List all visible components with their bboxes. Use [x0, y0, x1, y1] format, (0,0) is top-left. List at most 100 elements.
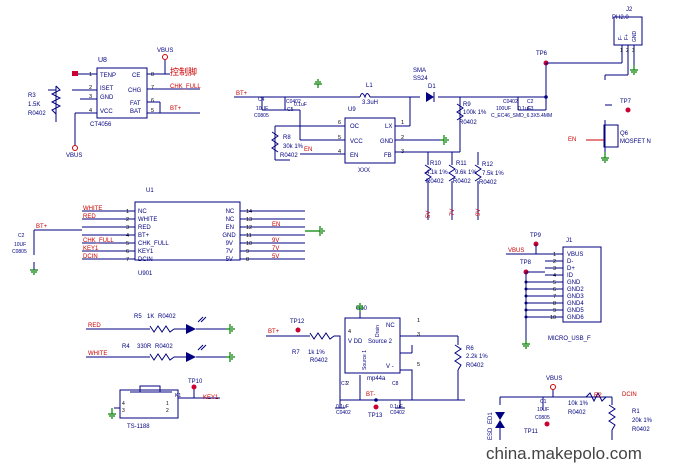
usb-pin-num: 4 — [553, 273, 556, 279]
u1-part: U901 — [138, 271, 153, 277]
u1-right-pin-num: 11 — [246, 233, 252, 239]
u1-left-pin-num: 5 — [126, 241, 129, 247]
u8-charger-block: U8 CT4056 TENP ISET GND VCC 1 2 3 4 CE C… — [28, 48, 201, 159]
u1-left-net: CHK_FULL — [83, 238, 114, 244]
u10-pin1: 1 — [417, 318, 420, 324]
u8-r3-ref: R3 — [28, 93, 36, 99]
u8-part: CT4056 — [90, 122, 112, 128]
usb-pin-name: GND4 — [567, 301, 584, 307]
boost-r10-pkg: R0402 — [426, 179, 444, 185]
u1-left-pin-num: 7 — [126, 257, 129, 263]
u1-right-pin-name: 7V — [226, 249, 233, 255]
u8-vbus-bottom-port — [72, 145, 78, 151]
boost-r12-value: 7.5k 1% — [482, 171, 504, 177]
usb-pin-name: D+ — [567, 266, 575, 272]
usb-pin-num: 3 — [553, 266, 556, 272]
watermark: china.makepolo.com — [486, 444, 642, 463]
u9-pin1-num: 1 — [401, 120, 404, 126]
u10-r7-value: 1k 1% — [308, 350, 325, 356]
led-white-ground-symbol — [226, 352, 235, 362]
boost-r11-value: 9.6k 1% — [455, 170, 477, 176]
u9-pin-oc: OC — [350, 124, 360, 130]
u8-pin5-num: 5 — [151, 108, 154, 114]
output-j2-name1: F- — [618, 35, 624, 40]
boost-l1-value: 3.3uH — [362, 100, 378, 106]
boost-c3-value: 0.1uF — [518, 106, 531, 112]
u1-left-pin-num: 3 — [126, 225, 129, 231]
u1-right-net: 5V — [272, 254, 279, 260]
dcin-vbus-label: VBUS — [546, 376, 562, 382]
u9-pin-lx: LX — [385, 124, 392, 130]
u1-left-pin-num: 4 — [126, 233, 129, 239]
u1-left-pin-name: RED — [138, 225, 151, 231]
boost-c2-extra: C0402 — [503, 99, 518, 105]
u10-c8-value: 0.1uF — [390, 404, 403, 410]
boost-r10-value: 4.1k 1% — [426, 170, 448, 176]
led-r4-ref: R4 — [122, 344, 130, 350]
u8-pin-bat: BAT — [130, 109, 142, 115]
boost-r8-pkg: R0402 — [280, 153, 298, 159]
output-block: TP6 J2 PH2.0 F- F+ GND 1 2 3 TP7 Q6 MOSF… — [536, 7, 651, 163]
output-j2-pin3: 3 — [632, 48, 635, 54]
usb-tp9: TP9 — [530, 233, 542, 239]
u10-body — [344, 317, 401, 374]
u8-r3-resistor — [48, 85, 62, 122]
u10-pin3: 3 — [417, 332, 420, 338]
u10-c7-value: 0.1uF — [336, 404, 349, 410]
output-j2-ground-symbol — [630, 65, 638, 75]
boost-r11-pkg: R0402 — [453, 179, 471, 185]
u10-block: BT+ TP12 U10 mp44a V DD Source 2 NC V - … — [266, 303, 488, 419]
switch-k1: K1 — [175, 393, 181, 399]
switch-pin3: 3 — [122, 408, 125, 414]
led-r4-pkg: R0402 — [155, 344, 173, 350]
u10-c8-ref: C8 — [392, 381, 399, 387]
u1-left-pin-num: 2 — [126, 217, 129, 223]
u9-pin5-num: 5 — [338, 135, 341, 141]
usb-pin-num: 1 — [553, 252, 556, 258]
usb-pin-name: GND3 — [567, 294, 584, 300]
switch-ground-symbol — [108, 408, 116, 419]
usb-pin-name: D- — [567, 259, 573, 265]
boost-c2-pkg: C_EC46_SMD_6.3X5.4MM — [491, 113, 552, 119]
boost-en-net: EN — [304, 147, 312, 153]
dcin-tp11-point — [544, 421, 550, 427]
switch-pin2: 2 — [166, 408, 169, 414]
u8-pin-tenp: TENP — [100, 73, 116, 79]
dcin-block: VBUS R2 DCIN 10k 1% R0402 R1 20k 1% R040… — [488, 376, 653, 440]
u1-ground-symbol — [305, 226, 325, 236]
output-j2-pin2: 2 — [626, 48, 629, 54]
usb-tp8: TP8 — [520, 260, 532, 266]
boost-ground-symbol — [314, 79, 322, 88]
usb-pin-num: 6 — [553, 287, 556, 293]
boost-d1-type: SMA — [413, 68, 426, 74]
boost-r11-resistor — [448, 164, 456, 182]
usb-ground-symbol — [522, 340, 530, 349]
output-tp7-point — [625, 107, 631, 113]
u1-right-pin-name: NC — [226, 217, 235, 223]
switch-pin4: 4 — [122, 401, 125, 407]
boost-c4-extra: C0402 — [286, 99, 301, 105]
u9-pin-vcc: VCC — [350, 139, 363, 145]
dcin-r1-value: 20k 1% — [632, 418, 653, 424]
dcin-r2-value: 10k 1% — [568, 401, 589, 407]
u8-chk-full-net: CHK_FULL — [170, 84, 201, 90]
boost-l1-ref: L1 — [366, 83, 373, 89]
u8-pin3-num: 3 — [89, 94, 92, 100]
u1-left-net: RED — [83, 214, 96, 220]
u9-pin-en: EN — [350, 153, 358, 159]
usb-pin-name: GND — [567, 280, 581, 286]
output-j2-name3: GND — [632, 31, 638, 43]
u10-c7-pkg: C0402 — [336, 410, 351, 416]
u1-left-pin-name: NC — [138, 209, 147, 215]
u1-right-pin-num: 8 — [246, 257, 249, 263]
u10-ref: U10 — [356, 306, 368, 312]
u10-r7-ref: R7 — [292, 350, 300, 356]
u1-right-net: 9V — [272, 238, 279, 244]
boost-c5-ref: C5 — [287, 107, 294, 113]
u1-right-pin-name: NC — [226, 209, 235, 215]
